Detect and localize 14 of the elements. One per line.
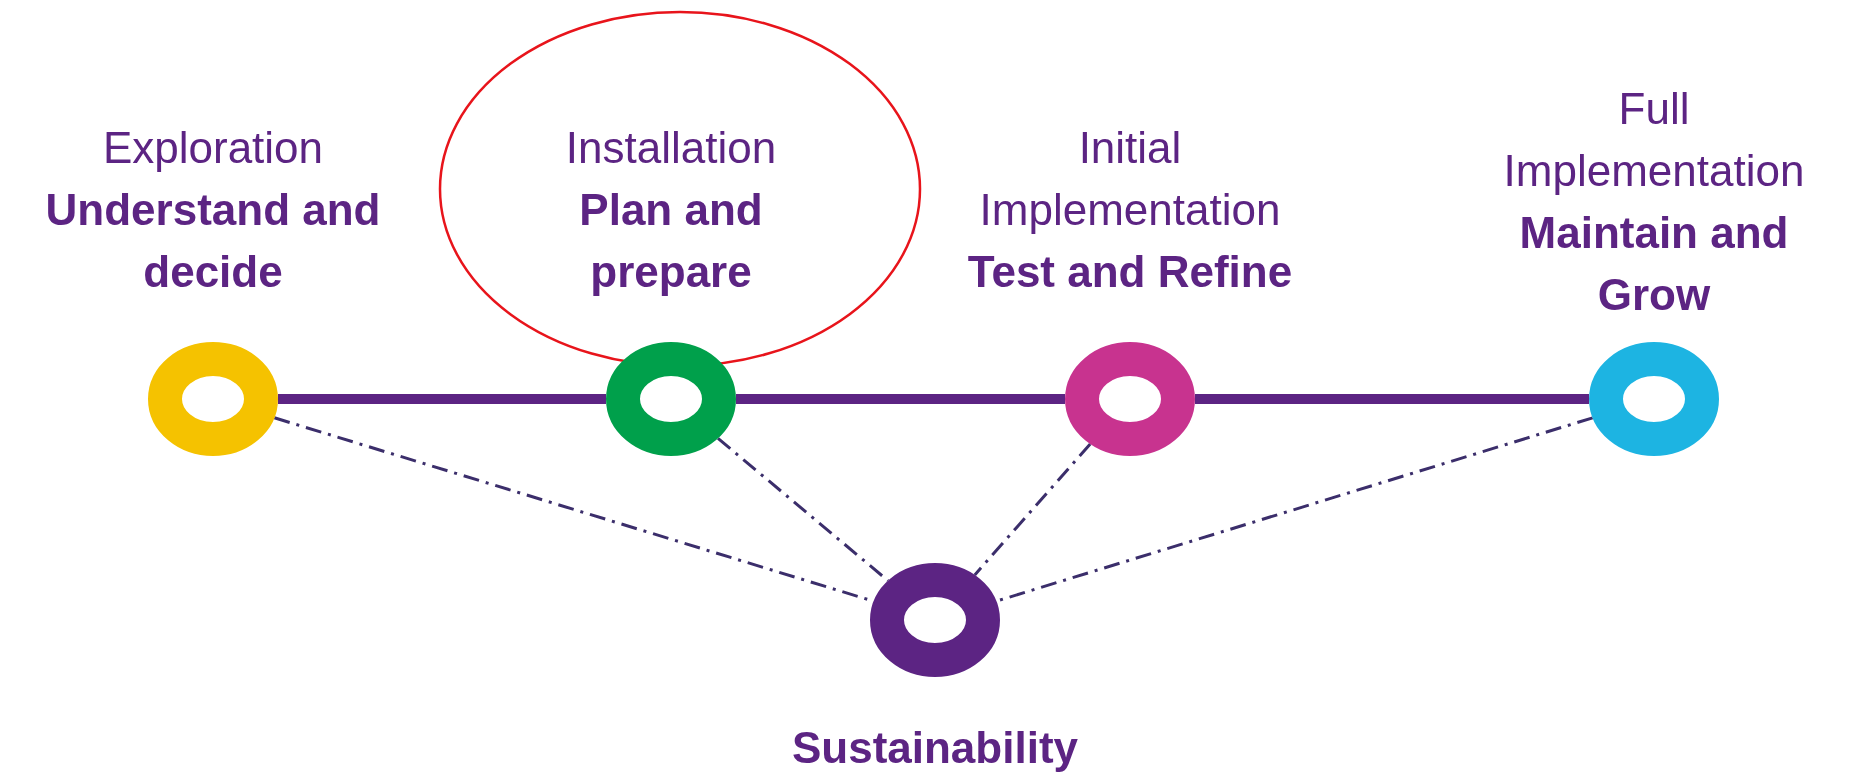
timeline-line	[278, 394, 606, 404]
dash-dot-line	[973, 443, 1092, 576]
timeline-line	[736, 394, 1065, 404]
dash-dot-line	[717, 437, 889, 582]
stage-name: Installation	[564, 122, 778, 174]
stage-action: Test and Refine	[966, 246, 1294, 298]
timeline-line	[1195, 394, 1589, 404]
stage-action: Understand and decide	[44, 184, 382, 298]
stage-action: Maintain and Grow	[1518, 207, 1790, 321]
stage-action: Sustainability	[790, 722, 1080, 774]
stage-name: Initial Implementation	[978, 122, 1282, 236]
stage-action: Plan and prepare	[578, 184, 764, 298]
stage-name: Full Implementation	[1502, 83, 1806, 197]
stage-name: Exploration	[101, 122, 325, 174]
